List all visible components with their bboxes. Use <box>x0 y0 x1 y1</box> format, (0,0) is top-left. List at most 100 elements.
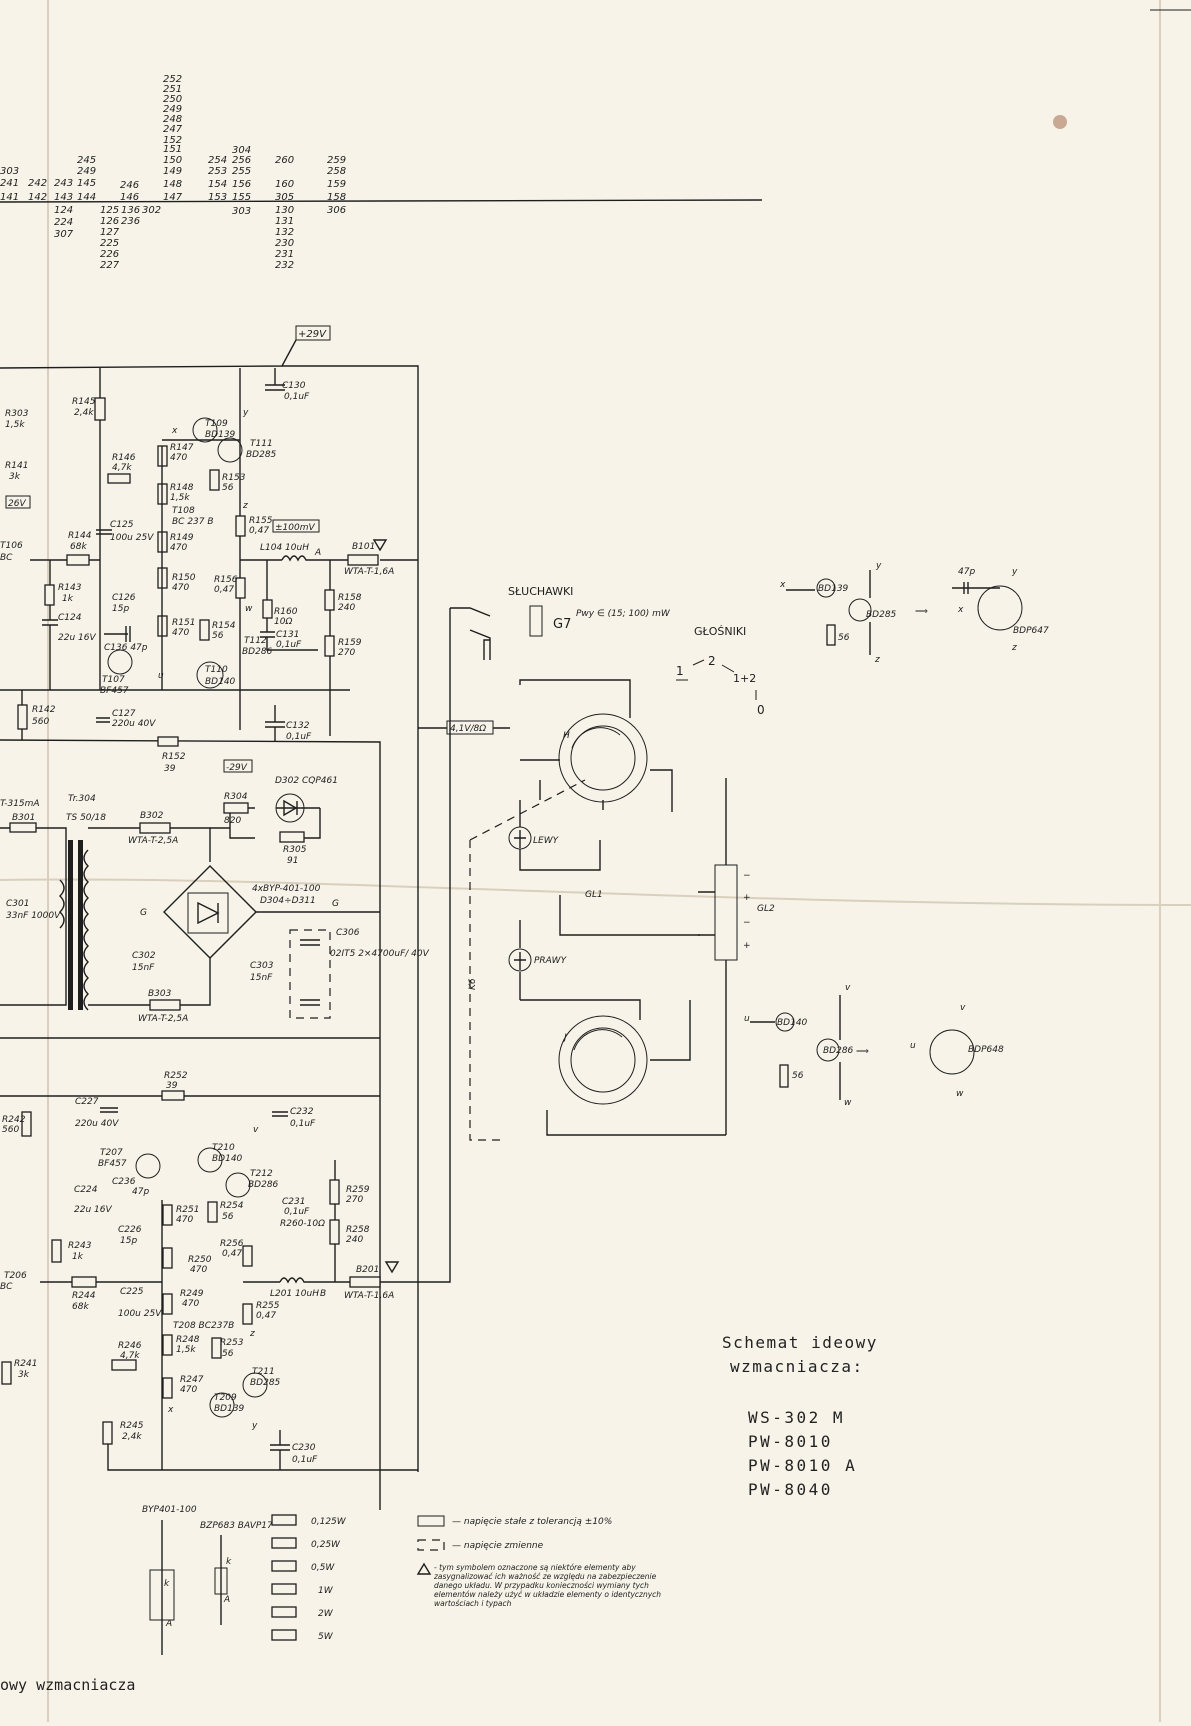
svg-text:L201 10uH: L201 10uH <box>270 1289 319 1299</box>
svg-text:304: 304 <box>232 145 251 156</box>
svg-text:TS 50/18: TS 50/18 <box>66 813 106 823</box>
svg-text:2,4k: 2,4k <box>74 408 94 418</box>
svg-text:125: 125 <box>100 205 119 216</box>
svg-text:242: 242 <box>28 178 47 189</box>
svg-text:R244: R244 <box>72 1291 96 1301</box>
svg-text:R253: R253 <box>220 1338 244 1348</box>
svg-text:Tr.304: Tr.304 <box>68 794 96 804</box>
svg-text:z: z <box>242 501 248 511</box>
svg-text:560: 560 <box>32 717 49 727</box>
svg-text:K6: K6 <box>468 978 478 990</box>
svg-text:w: w <box>956 1089 964 1099</box>
svg-text:243: 243 <box>54 178 73 189</box>
svg-text:R259: R259 <box>346 1185 370 1195</box>
svg-text:R243: R243 <box>68 1241 92 1251</box>
svg-text:255: 255 <box>232 166 251 177</box>
svg-text:147: 147 <box>163 192 183 203</box>
svg-text:G: G <box>140 908 147 918</box>
legend: BYP401-100 k A BZP683 BAVP17 k A 0,125W … <box>142 1505 662 1655</box>
svg-text:236: 236 <box>121 216 140 227</box>
svg-text:GL1: GL1 <box>585 890 603 900</box>
svg-text:152: 152 <box>163 135 182 146</box>
svg-text:39: 39 <box>164 764 176 774</box>
svg-text:307: 307 <box>54 229 74 240</box>
svg-text:260: 260 <box>275 155 294 166</box>
svg-text:GL2: GL2 <box>757 904 775 914</box>
svg-text:C225: C225 <box>120 1287 144 1297</box>
svg-text:z: z <box>1011 643 1017 653</box>
svg-text:132: 132 <box>275 227 294 238</box>
svg-text:BD139: BD139 <box>818 584 849 594</box>
svg-text:270: 270 <box>338 648 355 658</box>
svg-text:302: 302 <box>142 205 161 216</box>
svg-text:z: z <box>874 655 880 665</box>
svg-text:B302: B302 <box>140 811 164 821</box>
svg-text:100u 25V: 100u 25V <box>110 533 154 543</box>
svg-text:C131: C131 <box>276 630 299 640</box>
svg-text:k: k <box>164 1579 170 1589</box>
svg-text:WTA-T-2,5A: WTA-T-2,5A <box>128 836 178 846</box>
svg-text:— napięcie stałe z tolerancją: — napięcie stałe z tolerancją ±10% <box>452 1517 612 1527</box>
svg-text:R148: R148 <box>170 483 194 493</box>
svg-text:02IT5 2×4700uF/ 40V: 02IT5 2×4700uF/ 40V <box>330 949 430 959</box>
svg-text:R160: R160 <box>274 607 298 617</box>
svg-text:+29V: +29V <box>298 329 327 340</box>
svg-text:39: 39 <box>166 1081 178 1091</box>
svg-text:x: x <box>167 1405 174 1415</box>
svg-text:127: 127 <box>100 227 120 238</box>
svg-text:0,5W: 0,5W <box>311 1563 335 1573</box>
svg-text:L104 10uH: L104 10uH <box>260 543 309 553</box>
svg-text:3k: 3k <box>9 472 21 482</box>
svg-text:26V: 26V <box>8 499 26 509</box>
svg-text:R258: R258 <box>346 1225 370 1235</box>
svg-text:−: − <box>743 918 751 928</box>
svg-text:⟹: ⟹ <box>856 1047 869 1057</box>
svg-text:470: 470 <box>182 1299 199 1309</box>
svg-text:1,5k: 1,5k <box>170 493 190 503</box>
svg-text:C126: C126 <box>112 593 136 603</box>
svg-text:56: 56 <box>792 1071 804 1081</box>
svg-text:BD140: BD140 <box>212 1154 243 1164</box>
svg-text:A: A <box>223 1595 230 1605</box>
svg-text:R242: R242 <box>2 1115 26 1125</box>
reference-rule <box>0 199 763 203</box>
svg-text:y: y <box>875 561 882 571</box>
title-line-2: wzmacniacza: <box>730 1357 864 1376</box>
svg-text:T108: T108 <box>172 506 195 516</box>
svg-text:T107: T107 <box>102 675 125 685</box>
svg-text:100u 25V: 100u 25V <box>118 1309 162 1319</box>
svg-text:C232: C232 <box>290 1107 314 1117</box>
svg-text:2W: 2W <box>318 1609 334 1619</box>
model-1: WS-302 M <box>748 1408 845 1427</box>
svg-text:C301: C301 <box>6 899 29 909</box>
svg-text:56: 56 <box>222 1349 234 1359</box>
svg-text:R249: R249 <box>180 1289 204 1299</box>
svg-text:303: 303 <box>0 166 19 177</box>
svg-text:C302: C302 <box>132 951 156 961</box>
svg-text:1: 1 <box>676 664 684 678</box>
svg-text:240: 240 <box>338 603 355 613</box>
svg-text:C231: C231 <box>282 1197 305 1207</box>
svg-text:R156: R156 <box>214 575 238 585</box>
svg-text:470: 470 <box>170 453 187 463</box>
svg-text:160: 160 <box>275 179 294 190</box>
svg-text:149: 149 <box>163 166 182 177</box>
svg-text:136: 136 <box>121 205 140 216</box>
upper-channel: +29V R145 2,4k R303 1,5k R141 3k 26V T10… <box>0 325 419 1510</box>
svg-text:0,1uF: 0,1uF <box>284 392 310 402</box>
svg-text:56: 56 <box>222 483 234 493</box>
svg-text:R154: R154 <box>212 621 236 631</box>
svg-text:146: 146 <box>120 192 139 203</box>
svg-text:y: y <box>1011 567 1018 577</box>
legend-note: - tym symbolem oznaczone są niektóre ele… <box>434 1563 662 1608</box>
svg-text:R256: R256 <box>220 1239 244 1249</box>
svg-text:BD285: BD285 <box>246 450 277 460</box>
svg-text:B201: B201 <box>356 1265 379 1275</box>
svg-text:56: 56 <box>838 633 850 643</box>
svg-text:D304÷D311: D304÷D311 <box>260 896 316 906</box>
svg-text:T212: T212 <box>250 1169 273 1179</box>
equivalent-bottom: u BD140 BD286 v 56 w ⟹ u v BDP648 w <box>744 983 1004 1108</box>
svg-text:0,125W: 0,125W <box>311 1517 347 1527</box>
svg-text:47p: 47p <box>958 567 975 577</box>
svg-text:B: B <box>320 1289 326 1299</box>
